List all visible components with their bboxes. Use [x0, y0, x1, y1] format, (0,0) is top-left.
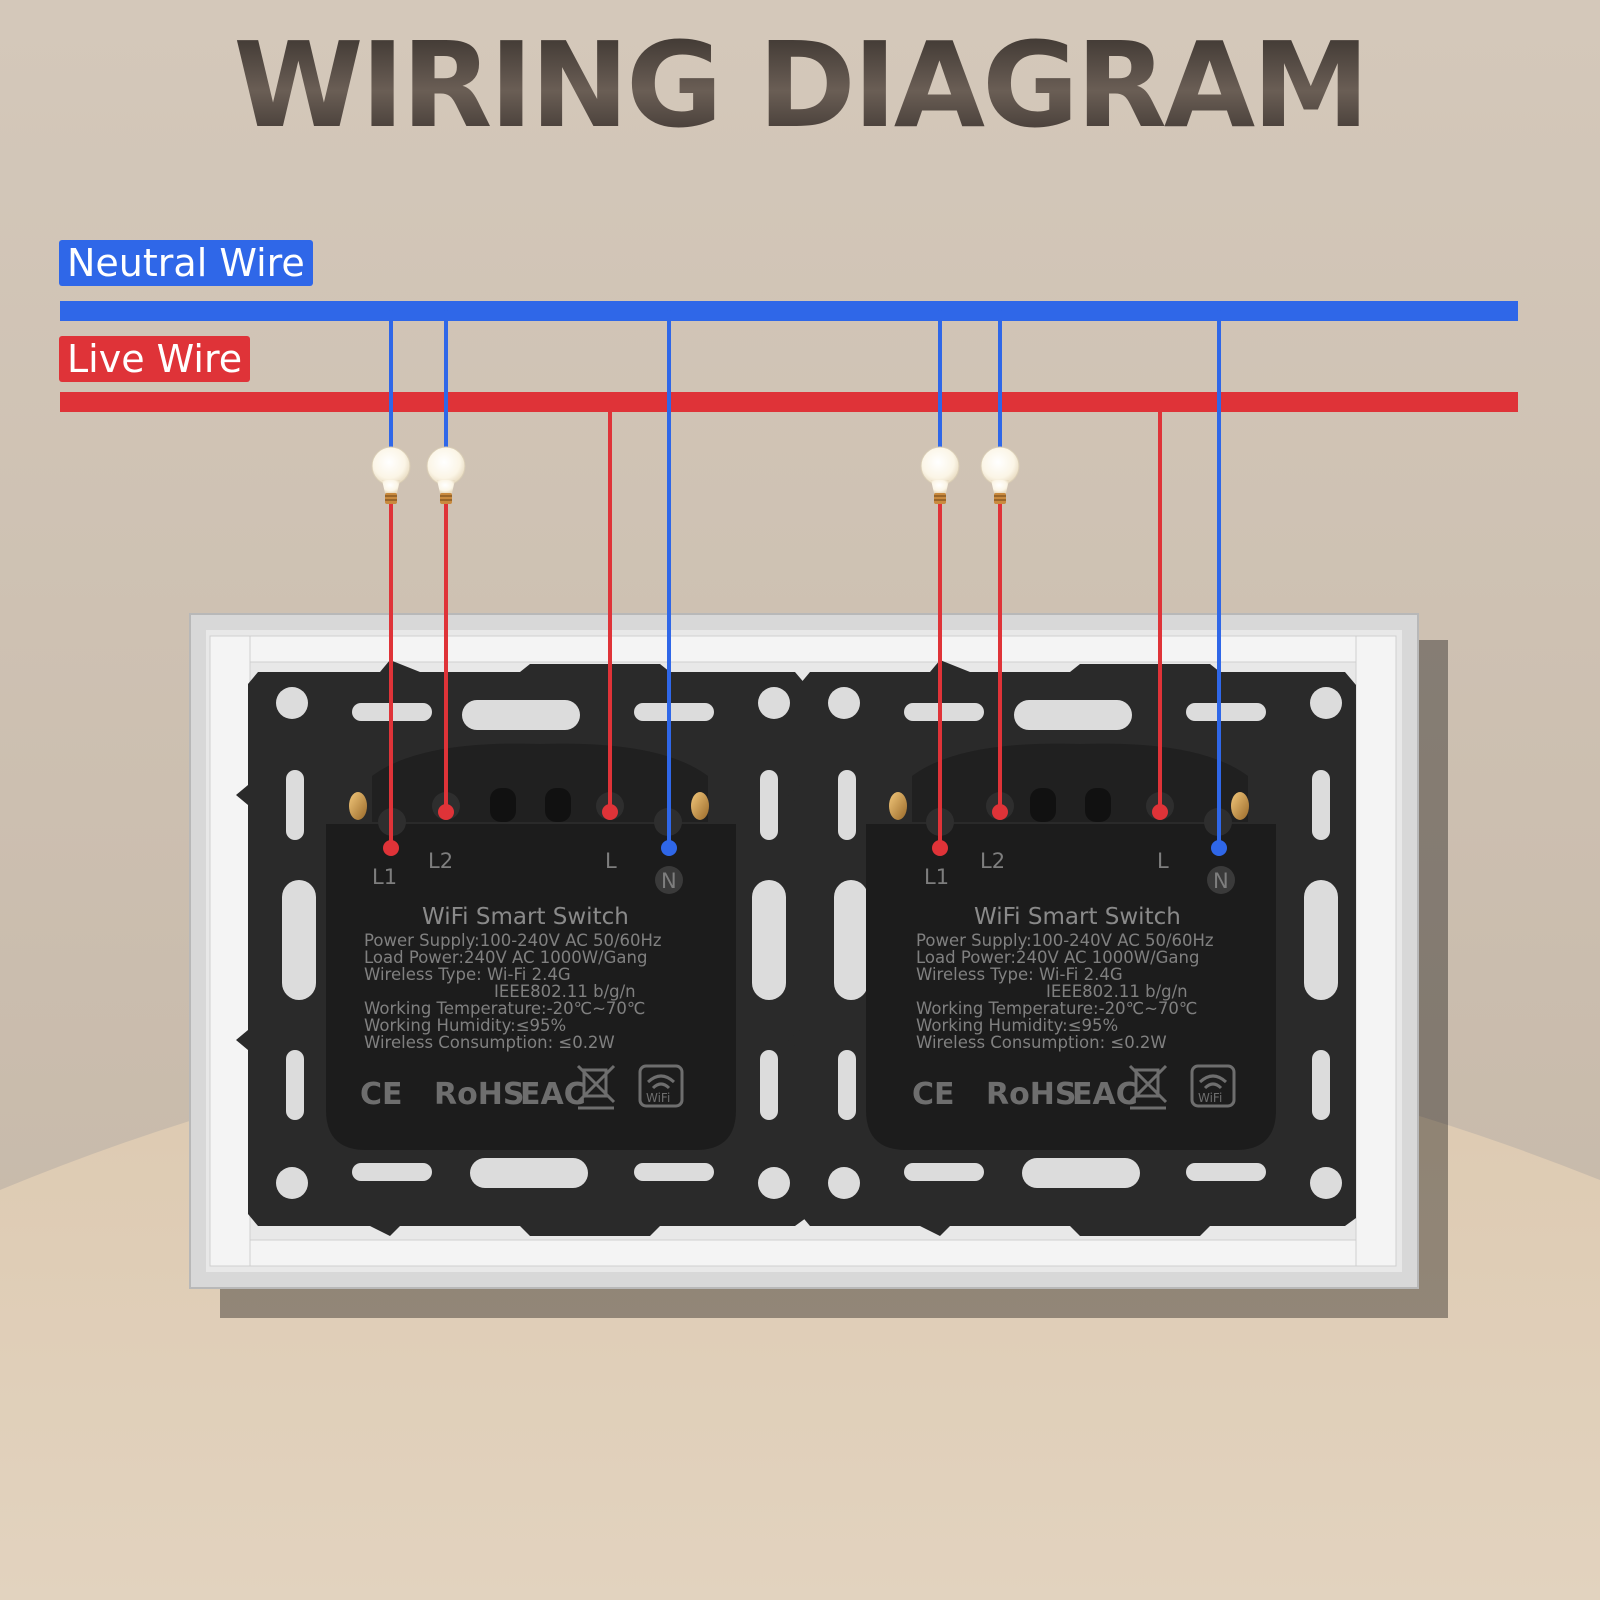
terminal-label-n: N: [1213, 869, 1229, 893]
rohs-mark: RoHS: [986, 1077, 1076, 1112]
spec-ieee: IEEE802.11 b/g/n: [1046, 982, 1188, 1001]
spec-working-humidity: Working Humidity:≤95%: [916, 1016, 1118, 1035]
spec-load-power: Load Power:240V AC 1000W/Gang: [364, 948, 647, 967]
wifi-badge-label: WiFi: [1198, 1091, 1222, 1105]
wifi-badge-icon: WiFi: [638, 1064, 684, 1108]
terminal-label-l2: L2: [428, 849, 453, 873]
spec-working-humidity: Working Humidity:≤95%: [364, 1016, 566, 1035]
module-body-1: [326, 824, 736, 1150]
spec-load-power: Load Power:240V AC 1000W/Gang: [916, 948, 1199, 967]
switch-module-2: L1 L2 L N WiFi Smart Switch Power Supply…: [788, 660, 1356, 1236]
product-name: WiFi Smart Switch: [422, 904, 629, 930]
wifi-badge-label: WiFi: [646, 1091, 670, 1105]
spec-power-supply: Power Supply:100-240V AC 50/60Hz: [364, 931, 662, 950]
terminal-label-l: L: [605, 849, 617, 873]
terminal-label-l2: L2: [980, 849, 1005, 873]
terminal-label-l1: L1: [924, 865, 949, 889]
eac-mark: EAC: [520, 1077, 586, 1112]
product-name: WiFi Smart Switch: [974, 904, 1181, 930]
light-bulb-icon: [980, 446, 1020, 505]
neutral-wire-legend: Neutral Wire: [59, 240, 313, 286]
spec-wireless-type: Wireless Type: Wi-Fi 2.4G: [364, 965, 571, 984]
switch-module-1: L1 L2 L N WiFi Smart Switch Power Supply…: [236, 660, 806, 1236]
spec-ieee: IEEE802.11 b/g/n: [494, 982, 636, 1001]
terminal-label-l1: L1: [372, 865, 397, 889]
spec-wireless-consumption: Wireless Consumption: ≤0.2W: [364, 1033, 615, 1052]
spec-wireless-type: Wireless Type: Wi-Fi 2.4G: [916, 965, 1123, 984]
spec-working-temperature: Working Temperature:-20℃~70℃: [916, 999, 1197, 1018]
wifi-badge-icon: WiFi: [1190, 1064, 1236, 1108]
ce-mark: CE: [360, 1077, 403, 1112]
ce-mark: CE: [912, 1077, 955, 1112]
rohs-mark: RoHS: [434, 1077, 524, 1112]
light-bulb-icon: [371, 446, 411, 505]
weee-bin-icon: [576, 1064, 616, 1110]
eac-mark: EAC: [1072, 1077, 1138, 1112]
terminal-label-l: L: [1157, 849, 1169, 873]
spec-power-supply: Power Supply:100-240V AC 50/60Hz: [916, 931, 1214, 950]
light-bulb-icon: [426, 446, 466, 505]
weee-bin-icon: [1128, 1064, 1168, 1110]
module-body-2: [866, 824, 1276, 1150]
light-bulb-icon: [920, 446, 960, 505]
spec-working-temperature: Working Temperature:-20℃~70℃: [364, 999, 645, 1018]
terminal-label-n: N: [661, 869, 677, 893]
spec-wireless-consumption: Wireless Consumption: ≤0.2W: [916, 1033, 1167, 1052]
page-title: WIRING DIAGRAM: [0, 26, 1600, 144]
live-wire-legend: Live Wire: [59, 336, 251, 382]
